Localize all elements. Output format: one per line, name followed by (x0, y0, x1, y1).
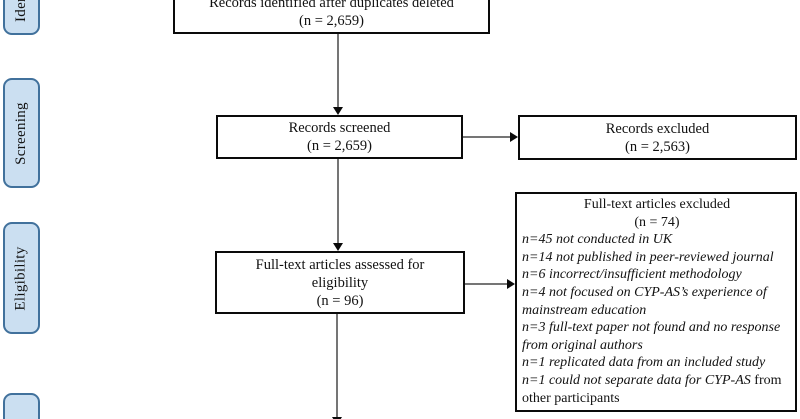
reason-roman-text: from other participants (522, 372, 782, 406)
exclusion-reason: n=1 replicated data from an included stu… (522, 354, 792, 372)
exclusion-reason: n=6 incorrect/insufficient methodology (522, 266, 792, 284)
stage-box-eligibility: Eligibility (3, 222, 40, 334)
exclusion-reason: n=3 full-text paper not found and no res… (522, 319, 792, 354)
flow-box-fulltext-excluded: Full-text articles excluded (n = 74) n=4… (515, 192, 797, 412)
stage-label-eligibility: Eligibility (13, 245, 30, 311)
box-text-line: Records identified after duplicates dele… (209, 0, 454, 11)
box-text-line: (n = 2,659) (307, 138, 372, 154)
stage-label-screening: Screening (13, 101, 29, 165)
reason-italic-text: n=45 not conducted in UK (522, 232, 673, 248)
connector-fulltext-to-excluded (465, 283, 507, 285)
box-text-line: (n = 96) (316, 292, 364, 309)
box-text-line: Records screened (288, 120, 391, 136)
reason-italic-text: n=14 not published in peer-reviewed jour… (522, 249, 774, 265)
stage-box-identification: Identification (3, 0, 40, 35)
arrowhead-down-icon (333, 243, 343, 251)
flow-box-fulltext-assessed: Full-text articles assessed for eligibil… (215, 251, 465, 314)
reason-italic-text: n=6 incorrect/insufficient methodology (522, 267, 742, 283)
flow-box-records-screened: Records screened (n = 2,659) (216, 115, 463, 159)
connector-fulltext-to-included (336, 314, 338, 417)
reason-italic-text: n=3 full-text paper not found and no res… (522, 320, 781, 353)
exclusion-reason: n=14 not published in peer-reviewed jour… (522, 249, 792, 267)
reason-italic-text: n=1 could not separate data for CYP-AS (522, 372, 751, 388)
connector-screened-to-fulltext (337, 159, 339, 243)
reason-italic-text: n=1 replicated data from an included stu… (522, 355, 766, 371)
connector-identified-to-screened (337, 34, 339, 107)
stage-label-identification: Identification (13, 0, 30, 22)
box-text-line: Full-text articles assessed for (255, 256, 425, 273)
exclusion-count: (n = 74) (634, 214, 680, 230)
arrowhead-down-partial-icon (332, 417, 342, 419)
arrowhead-right-icon (507, 279, 515, 289)
box-text-line: (n = 2,563) (625, 138, 690, 155)
exclusion-reason: n=4 not focused on CYP-AS’s experience o… (522, 284, 792, 319)
exclusion-reason: n=45 not conducted in UK (522, 231, 792, 249)
box-text-line: eligibility (311, 274, 369, 291)
flow-box-records-identified: Records identified after duplicates dele… (173, 0, 490, 34)
box-text-line: (n = 2,659) (299, 13, 364, 29)
arrowhead-down-icon (333, 107, 343, 115)
exclusion-title: Full-text articles excluded (583, 197, 731, 212)
arrowhead-right-icon (510, 132, 518, 142)
stage-box-screening: Screening (3, 78, 40, 188)
reason-italic-text: n=4 not focused on CYP-AS’s experience o… (522, 284, 767, 318)
box-text-line: Records excluded (605, 120, 710, 137)
stage-box-bottom-partial (3, 393, 40, 419)
connector-screened-to-excluded (463, 136, 510, 138)
exclusion-reason: n=1 could not separate data for CYP-AS f… (522, 372, 792, 407)
flow-box-records-excluded: Records excluded (n = 2,563) (518, 115, 797, 160)
